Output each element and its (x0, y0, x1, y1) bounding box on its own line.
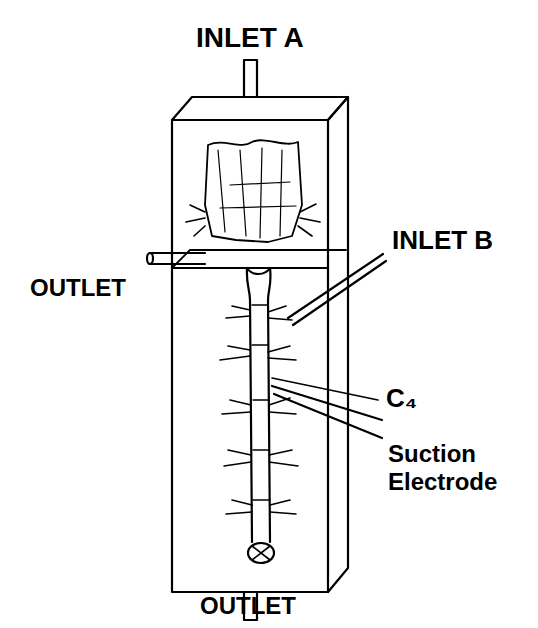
label: Suction Electrode (388, 440, 534, 495)
label: INLET A (196, 22, 376, 54)
label: OUTLET (200, 592, 340, 620)
label: OUTLET (30, 274, 160, 302)
label: C₄ (386, 384, 446, 414)
label: INLET B (392, 226, 532, 256)
